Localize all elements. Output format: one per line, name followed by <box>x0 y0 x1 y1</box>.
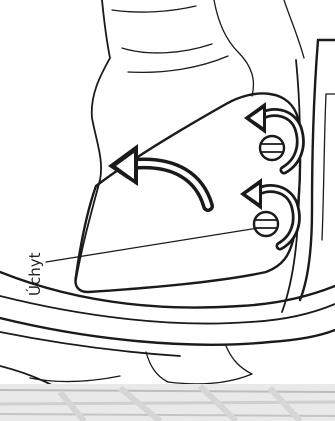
large-curved-arrow-icon <box>108 144 208 206</box>
right-frame <box>282 40 335 312</box>
upper-screw <box>260 136 284 160</box>
bottom-shadow <box>0 384 335 421</box>
callout-leader <box>46 228 258 262</box>
lower-screw <box>254 212 278 236</box>
callout-label: Úchyt <box>25 252 44 296</box>
body-contour <box>76 0 304 280</box>
